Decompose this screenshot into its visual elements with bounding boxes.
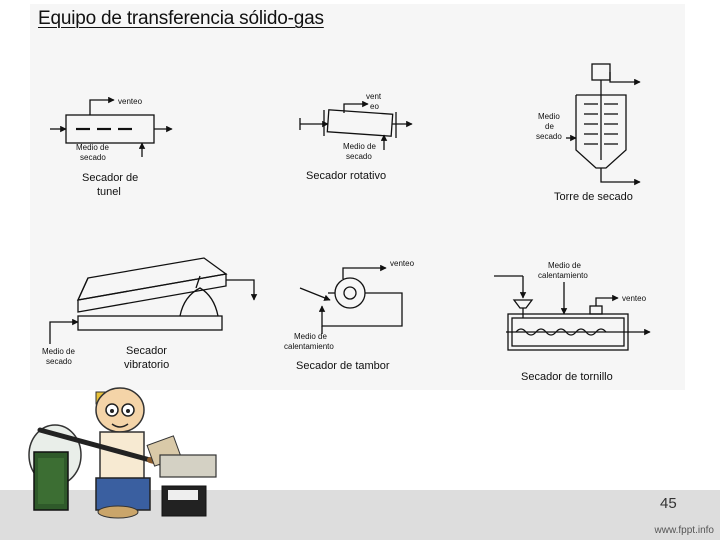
clipart-book-cover [38, 458, 64, 504]
vibratory-caption-1: Secador [126, 345, 167, 357]
tower-outlet-arrow [600, 168, 641, 186]
cartoon-student-illustration [28, 387, 217, 519]
tunnel-vent-label: venteo [118, 97, 143, 106]
drum-vent-label: venteo [390, 259, 415, 268]
clipart-shoes [97, 505, 139, 519]
rotary-vent-label-1: vent [366, 92, 382, 101]
tunnel-medium-label-1: Medio de [76, 143, 109, 152]
slide-title: Equipo de transferencia sólido-gas [38, 8, 324, 29]
tunnel-medium-label-2: secado [80, 153, 106, 162]
drying-tower [566, 63, 641, 186]
tunnel-caption-1: Secador de [82, 172, 138, 184]
rotary-drum [326, 109, 394, 137]
rotary-dryer [299, 100, 413, 150]
rotary-medium-label-1: Medio de [343, 142, 376, 151]
rotary-vent-label-2: eo [370, 102, 379, 111]
vibratory-dryer [49, 257, 258, 344]
screw-hopper [512, 299, 534, 309]
rotary-caption: Secador rotativo [306, 170, 386, 182]
clipart-paper-roll [159, 454, 217, 478]
screw-heating-label-1: Medio de [548, 261, 581, 270]
vibratory-hood-side [77, 273, 227, 313]
screw-vent-box [589, 305, 603, 315]
tunnel-dryer [50, 96, 173, 157]
tower-vent-arrow [609, 72, 641, 86]
tower-medium-label-3: secado [536, 132, 562, 141]
vibratory-medium-label-1: Medio de [42, 347, 75, 356]
screw-vent-arrow [595, 294, 619, 306]
drum-inner [343, 286, 357, 300]
tower-top-box [591, 63, 611, 81]
drum-caption: Secador de tambor [296, 360, 390, 372]
vibratory-medium-arrow [49, 318, 79, 344]
screw-dryer [494, 275, 651, 351]
drum-vent-arrow [342, 264, 387, 279]
clipart-pants [95, 477, 151, 511]
drum-heating-label-2: calentamiento [284, 342, 334, 351]
screw-helix [515, 328, 607, 336]
screw-vent-label: venteo [622, 294, 647, 303]
tower-medium-label-1: Medio [538, 112, 560, 121]
footer-url: www.fppt.info [654, 525, 714, 536]
drum-outer [334, 277, 366, 309]
clipart-face [95, 387, 145, 433]
drum-heating-loop [318, 292, 403, 327]
tunnel-vent-arrow [89, 96, 115, 115]
drum-heating-label-1: Medio de [294, 332, 327, 341]
clipart-brush [37, 427, 153, 463]
vibratory-medium-label-2: secado [46, 357, 72, 366]
tower-medium-label-2: de [545, 122, 554, 131]
rotary-medium-label-2: secado [346, 152, 372, 161]
tower-body [575, 94, 627, 169]
rotary-vent-arrow [343, 100, 369, 113]
vibratory-outlet-arrow [226, 279, 258, 301]
drum-feed-arrow [299, 287, 331, 301]
page-number: 45 [660, 495, 677, 512]
screw-heating-label-2: calentamiento [538, 271, 588, 280]
tunnel-caption-2: tunel [97, 186, 121, 198]
screw-caption: Secador de tornillo [521, 371, 613, 383]
vibratory-support [179, 287, 219, 317]
drum-dryer [299, 264, 403, 334]
vibratory-caption-2: vibratorio [124, 359, 169, 371]
tower-caption: Torre de secado [554, 191, 633, 203]
